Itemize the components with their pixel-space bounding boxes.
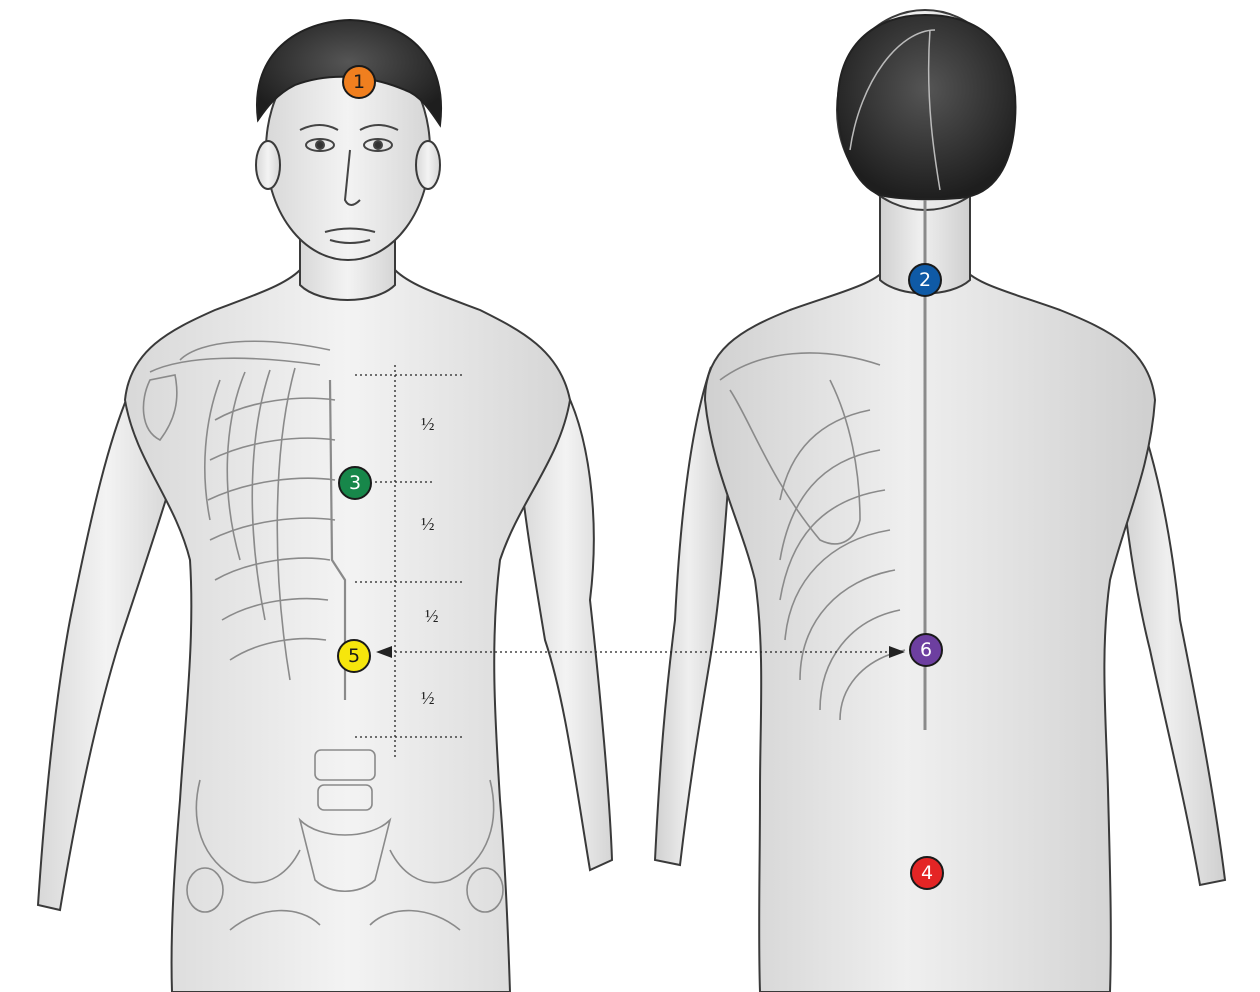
marker-4: 4 bbox=[910, 856, 944, 890]
front-torso bbox=[125, 270, 570, 992]
marker-5: 5 bbox=[337, 639, 371, 673]
back-hair bbox=[838, 15, 1016, 199]
fraction-label: ½ bbox=[425, 606, 439, 627]
marker-6: 6 bbox=[909, 633, 943, 667]
marker-2: 2 bbox=[908, 263, 942, 297]
fraction-label: ½ bbox=[421, 414, 435, 435]
marker-3: 3 bbox=[338, 466, 372, 500]
marker-1: 1 bbox=[342, 65, 376, 99]
fraction-label: ½ bbox=[421, 688, 435, 709]
fraction-label: ½ bbox=[421, 514, 435, 535]
front-figure bbox=[38, 40, 612, 992]
